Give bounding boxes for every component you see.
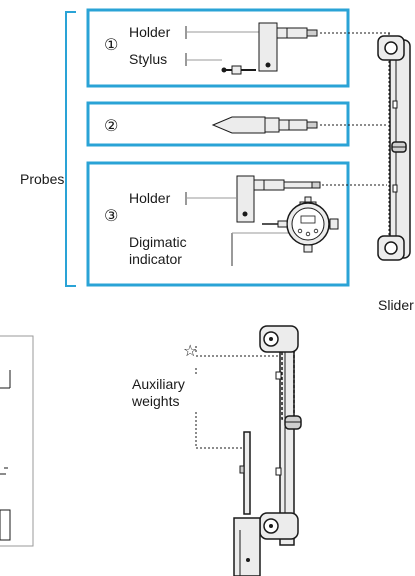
probe-3-indicator-label-1: Digimatic: [129, 234, 187, 250]
main-instrument-drawing: [233, 325, 302, 576]
auxiliary-weights-label-2: weights: [131, 393, 179, 409]
probe-3-holder-drawing: [236, 175, 321, 223]
probe-1-holder-label: Holder: [129, 24, 171, 40]
probe-3-number: ③: [104, 206, 118, 225]
probe-connector-lines: [320, 32, 397, 241]
partial-frame-drawing: [0, 335, 34, 547]
auxiliary-weights-label-1: Auxiliary: [132, 376, 185, 392]
probe-2-cone-probe-drawing: [211, 116, 318, 134]
star-marker: ☆: [183, 341, 197, 360]
probe-1-number: ①: [104, 35, 118, 54]
probe-panel-1: [86, 8, 350, 88]
probe-1-holder-drawing: [258, 22, 318, 72]
slider-drawing: [377, 35, 411, 261]
probe-panel-2: [86, 101, 350, 147]
auxiliary-weight-leaders: [195, 346, 284, 449]
probe-3-holder-label: Holder: [129, 190, 171, 206]
slider-label: Slider: [378, 297, 414, 313]
probe-1-stylus-label: Stylus: [129, 51, 167, 67]
probes-label: Probes: [20, 171, 64, 187]
probe-3-indicator-label-2: indicator: [129, 251, 182, 267]
probe-1-stylus-drawing: [221, 65, 256, 75]
probe-2-number: ②: [104, 116, 118, 135]
probe-panel-3: [86, 161, 350, 287]
digimatic-indicator-drawing: [262, 196, 339, 253]
probes-bracket: [65, 11, 76, 287]
auxiliary-weight-plate: [239, 431, 251, 515]
